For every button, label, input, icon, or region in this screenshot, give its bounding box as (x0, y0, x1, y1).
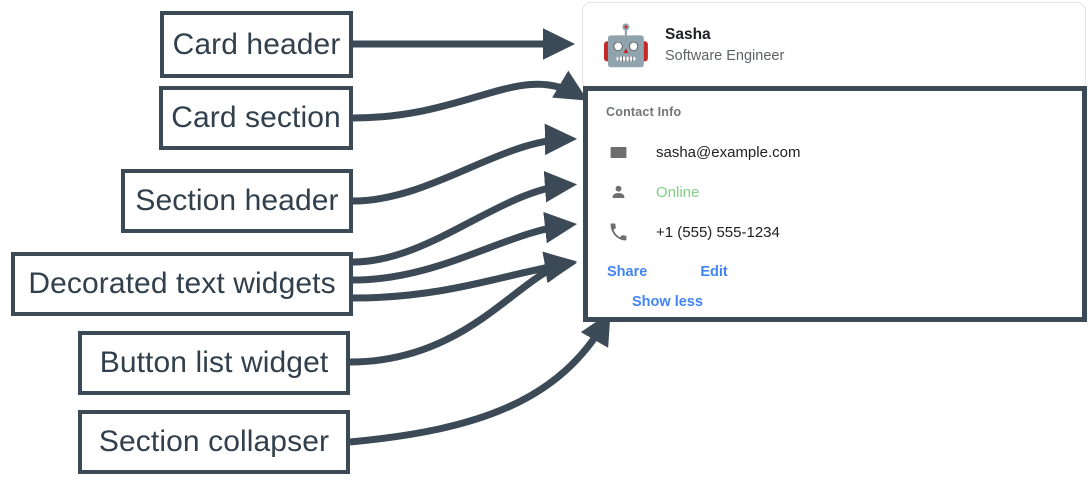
arrow-decorated-3 (352, 251, 578, 302)
card-header: 🤖 Sasha Software Engineer (583, 3, 1085, 89)
card-section: Contact Info sasha@example.com Online (583, 86, 1087, 322)
callout-card-section: Card section (159, 86, 353, 150)
decorated-text-row-status: Online (606, 172, 1082, 212)
arrow-button-list (349, 251, 577, 366)
decorated-text-row-email: sasha@example.com (606, 132, 1082, 172)
card-header-subtitle: Software Engineer (665, 48, 785, 64)
decorated-text-value: Online (656, 183, 700, 201)
callout-section-collapser: Section collapser (78, 410, 350, 474)
section-collapser-button[interactable]: Show less (632, 294, 703, 310)
arrow-section-collapser (349, 312, 611, 446)
arrow-section-header (352, 123, 578, 205)
decorated-text-row-phone: +1 (555) 555-1234 (606, 212, 1082, 252)
callout-card-header: Card header (160, 11, 353, 78)
card-header-title: Sasha (665, 26, 711, 43)
button-list-widget: Share Edit (607, 254, 1082, 290)
card-section-content: Contact Info sasha@example.com Online (588, 91, 1082, 311)
callout-label: Section header (135, 184, 339, 217)
edit-button[interactable]: Edit (700, 264, 728, 280)
callout-section-header: Section header (121, 169, 353, 233)
card-header-text: Sasha Software Engineer (665, 25, 784, 67)
phone-icon (606, 220, 630, 244)
callout-decorated-text-widgets: Decorated text widgets (11, 252, 353, 316)
arrow-decorated-1 (352, 171, 578, 266)
decorated-text-value: +1 (555) 555-1234 (656, 223, 780, 241)
callout-label: Card section (171, 101, 341, 134)
callout-label: Section collapser (98, 425, 330, 458)
profile-card: 🤖 Sasha Software Engineer (582, 2, 1086, 90)
callout-label: Card header (172, 27, 341, 61)
callout-label: Button list widget (99, 346, 329, 379)
section-header: Contact Info (606, 105, 682, 119)
callout-label: Decorated text widgets (28, 267, 336, 300)
robot-avatar-icon: 🤖 (601, 24, 651, 68)
share-button[interactable]: Share (607, 264, 648, 280)
email-icon (606, 140, 630, 164)
callout-button-list-widget: Button list widget (78, 331, 350, 395)
arrow-card-section (352, 70, 588, 122)
person-icon (606, 180, 630, 204)
arrow-decorated-2 (352, 211, 578, 284)
decorated-text-value: sasha@example.com (656, 143, 801, 161)
